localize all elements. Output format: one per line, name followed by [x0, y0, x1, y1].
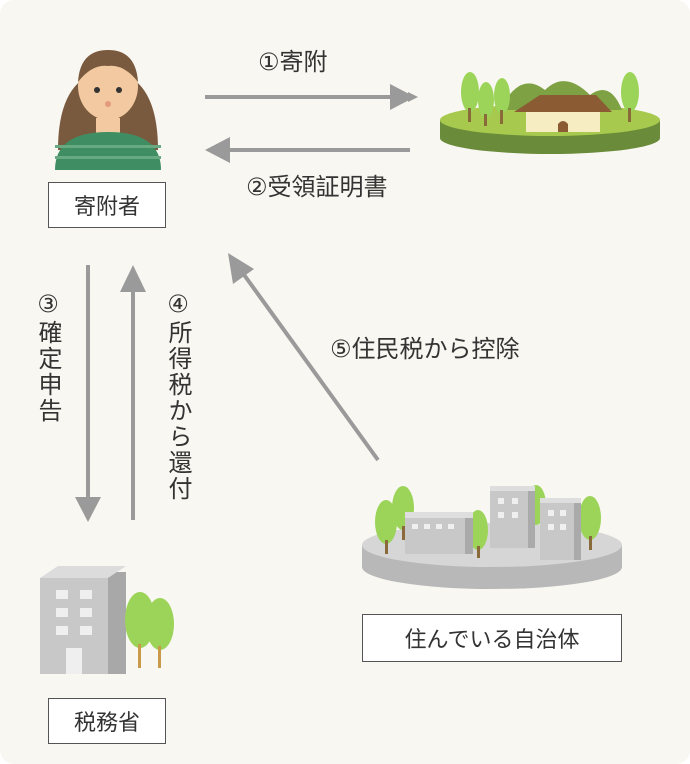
municipality-illustration — [362, 485, 622, 589]
arrow-receipt-head — [205, 137, 230, 163]
step-4-label: ④所得税から還付 — [164, 290, 192, 502]
arrow-tax-filing-head — [75, 497, 101, 522]
step-5-label: ⑤住民税から控除 — [330, 335, 520, 363]
arrow-tax-refund-head — [120, 265, 146, 292]
arrow-donation-head — [390, 84, 415, 110]
step-2-label: ②受領証明書 — [246, 173, 388, 201]
step-3-label: ③確定申告 — [34, 290, 62, 424]
municipality-label: 住んでいる自治体 — [362, 614, 622, 662]
arrow-resident-tax-head — [228, 253, 254, 284]
donor-label: 寄附者 — [48, 182, 166, 228]
tax-office-illustration — [40, 566, 174, 674]
hometown-illustration — [440, 72, 660, 154]
arrow-resident-tax — [240, 270, 380, 462]
step-1-label: ①寄附 — [258, 48, 328, 76]
tax-office-label: 税務省 — [48, 698, 166, 744]
donor-person-illustration — [55, 50, 161, 170]
